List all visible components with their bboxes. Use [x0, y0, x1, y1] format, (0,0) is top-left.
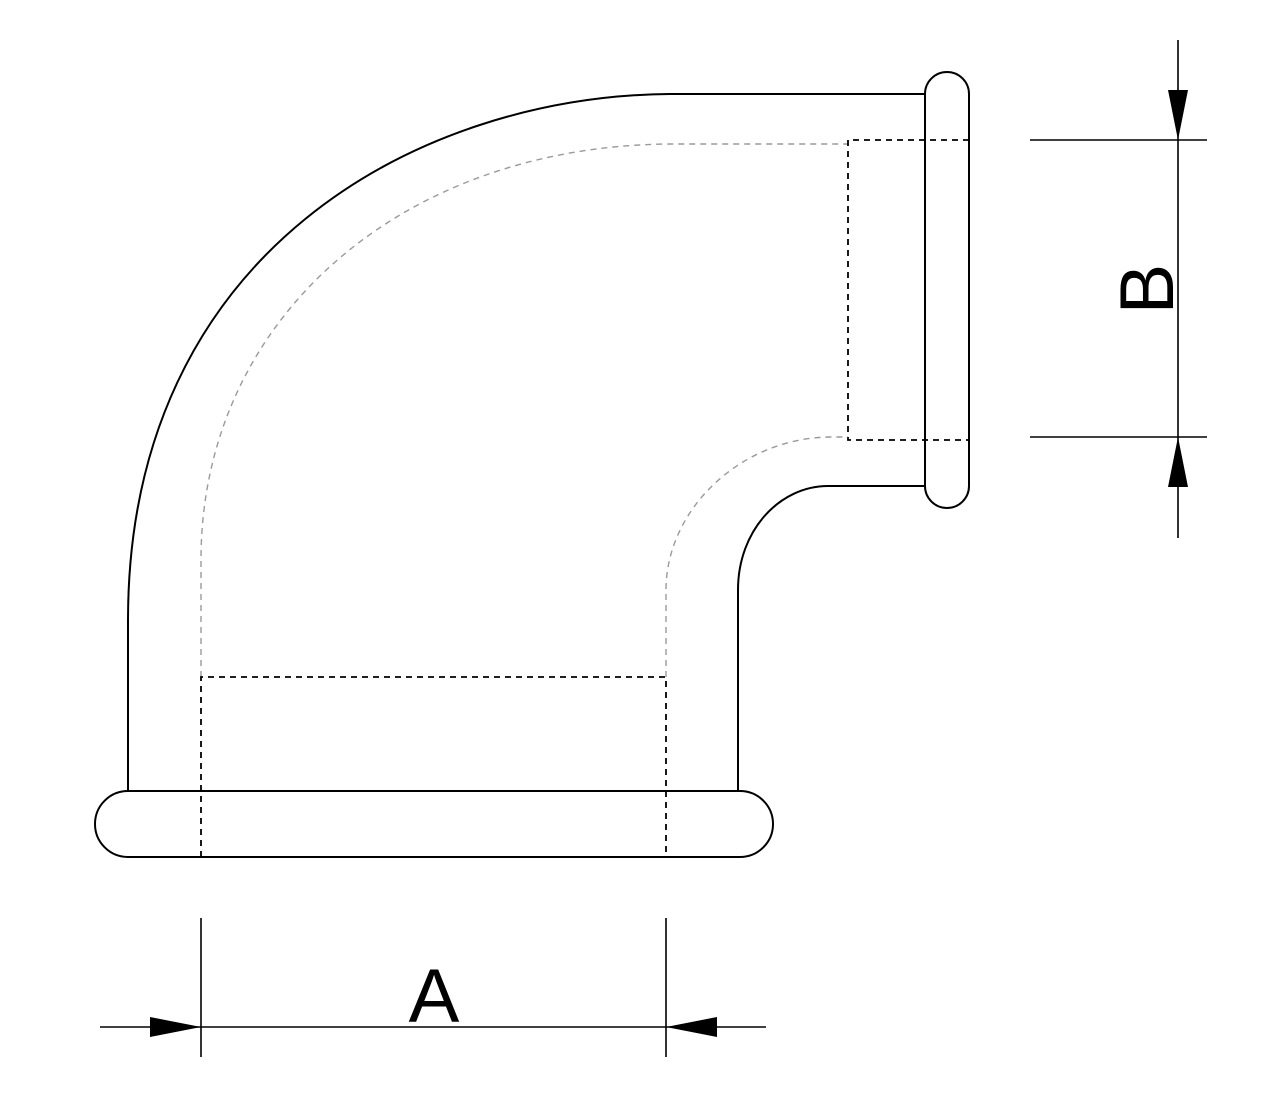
dimension-b-arrow-top [1168, 90, 1188, 140]
dimension-b: B [1030, 40, 1207, 538]
bottom-bead [94, 790, 774, 858]
hidden-lines [200, 139, 969, 857]
dimension-b-label: B [1105, 264, 1190, 315]
elbow-outer-curve [127, 93, 926, 791]
hidden-inner-bore [665, 436, 848, 677]
dimension-a-label: A [409, 954, 460, 1039]
elbow-body [127, 93, 926, 791]
dimension-a: A [100, 918, 766, 1057]
dimension-b-arrow-bottom [1168, 437, 1188, 487]
right-bead [924, 71, 970, 509]
dimension-a-arrow-right [666, 1017, 717, 1037]
hidden-outer-bore [200, 143, 848, 677]
hidden-bottom-socket [200, 676, 667, 857]
hidden-right-socket [847, 139, 969, 441]
dimension-a-arrow-left [150, 1017, 201, 1037]
elbow-inner-curve [737, 485, 926, 791]
